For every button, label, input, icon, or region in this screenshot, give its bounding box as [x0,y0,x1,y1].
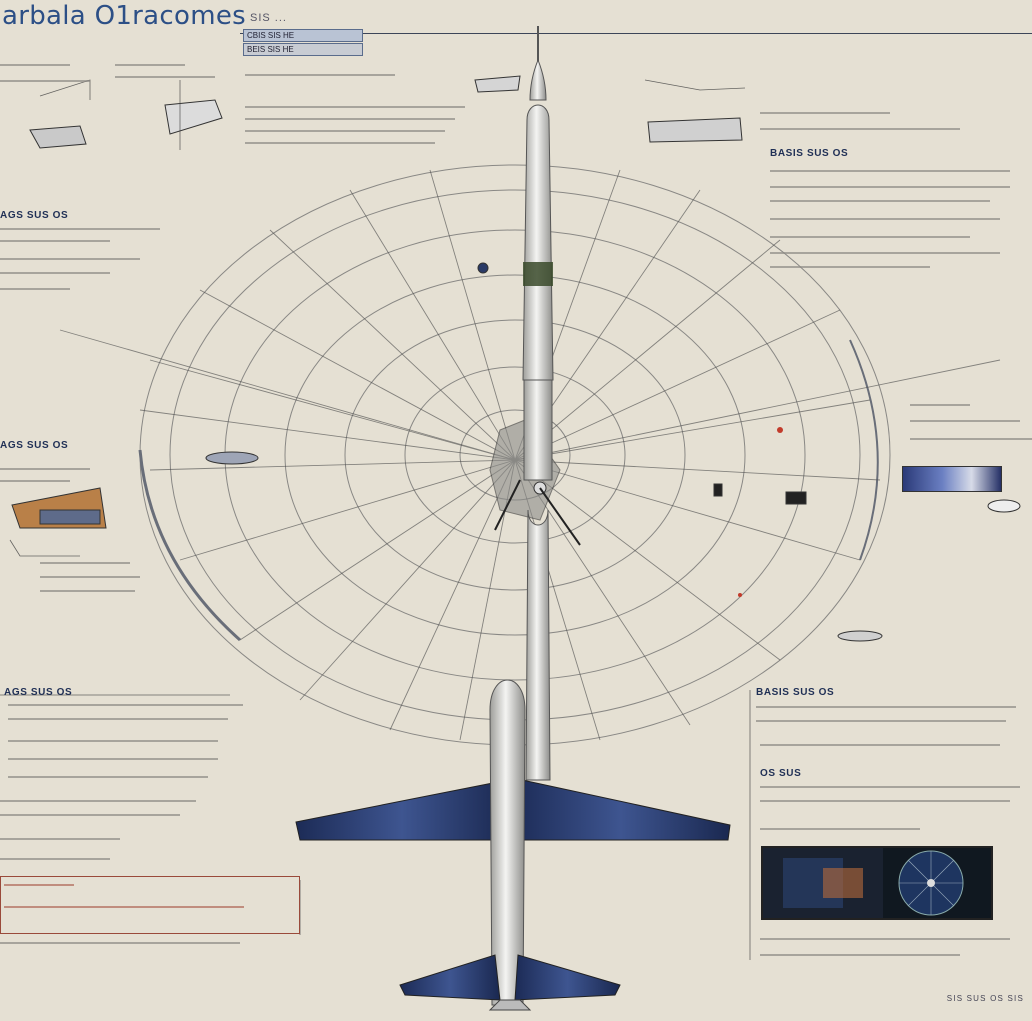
text-line [40,562,130,564]
text-line [0,64,70,66]
text-line [770,186,1010,188]
tab-1[interactable]: BEIS SIS HE [243,43,363,56]
text-line [0,838,120,840]
text-line [115,76,215,78]
leader-lines [0,79,751,960]
text-line [245,74,395,76]
text-line [770,170,1010,172]
text-line [0,800,196,802]
text-line [0,272,110,274]
text-line [245,106,465,108]
text-line [0,240,110,242]
text-line [4,906,244,908]
text-line [770,200,990,202]
radial-lines [59,169,1001,741]
text-line [760,800,1010,802]
text-line [40,590,135,592]
component-sketches [11,75,1021,642]
text-line [756,706,1016,708]
legend-swatch [902,466,1002,492]
text-line [245,142,435,144]
text-line [0,480,70,482]
text-line [0,288,70,290]
text-line [760,128,960,130]
rocket-icon [522,26,554,781]
text-line [245,118,455,120]
text-line [8,718,228,720]
section-header-right-lower: OS SUS [760,768,802,779]
page-title: arbala O1racomes [2,1,246,31]
text-line [760,786,1020,788]
text-line [0,258,140,260]
section-header-left-bottom: AGS SUS OS [4,687,73,698]
text-line [0,228,160,230]
text-line [760,828,920,830]
text-line [8,740,218,742]
text-line [245,130,445,132]
text-line [756,720,1006,722]
text-line [770,218,1000,220]
text-line [0,814,180,816]
text-line [760,954,960,956]
footer-text: SIS SUS OS SIS [946,994,1024,1003]
section-header-right-upper: BASIS SUS OS [770,148,849,159]
text-line [0,858,110,860]
text-line [770,266,930,268]
text-line [8,704,243,706]
text-line [910,438,1032,440]
section-header-left-top: AGS SUS OS [0,210,69,221]
spaceplane-icon [295,679,731,1011]
preview-thumbnail [761,846,993,920]
text-line [0,80,90,82]
section-header-right-bottom: BASIS SUS OS [756,687,835,698]
section-header-left-mid: AGS SUS OS [0,440,69,451]
text-line [4,884,74,886]
text-line [0,942,240,944]
text-line [8,758,218,760]
text-line [115,64,185,66]
text-line [760,112,890,114]
text-line [770,252,1000,254]
text-line [8,776,208,778]
text-line [910,404,970,406]
text-line [40,576,140,578]
note-box [0,876,300,934]
text-line [0,468,90,470]
page-subtitle: SIS ... [250,12,287,24]
tab-0[interactable]: CBIS SIS HE [243,29,363,42]
text-line [910,420,1020,422]
text-line [760,938,1010,940]
text-line [760,744,1000,746]
top-rule [240,33,1032,34]
text-line [770,236,970,238]
